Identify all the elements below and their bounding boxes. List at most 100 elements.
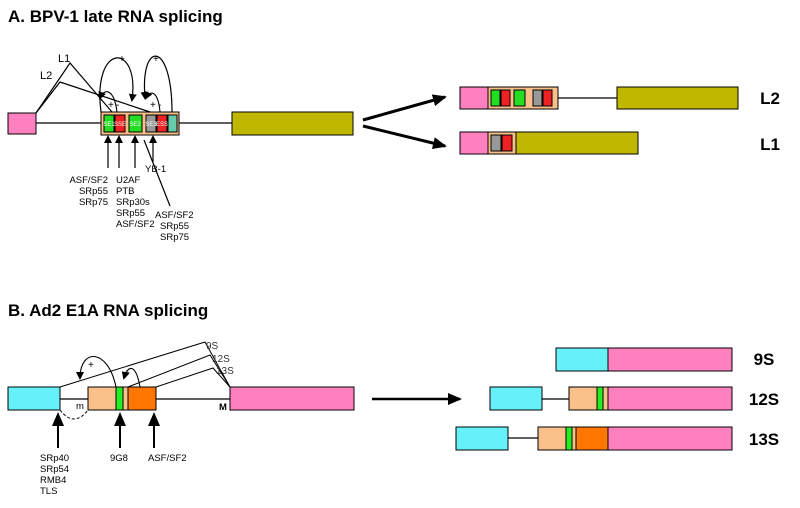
product-l1-label: L1 bbox=[760, 135, 780, 154]
late-exon-cluster: SE1 SSE SE2 SE3 ESS bbox=[100, 111, 180, 136]
product-13s-exon-2 bbox=[607, 426, 733, 451]
sign-b-plus-2: + bbox=[124, 368, 130, 379]
product-l2-late bbox=[616, 86, 739, 110]
factor-line-5 bbox=[143, 139, 171, 207]
splice-path-m bbox=[59, 409, 89, 420]
panel-b-title: B. Ad2 E1A RNA splicing bbox=[8, 301, 208, 320]
element-sse bbox=[114, 114, 126, 133]
sign-plus-1: + bbox=[119, 54, 125, 65]
label-l1: L1 bbox=[58, 53, 70, 65]
factor-label-9g8: 9G8 bbox=[110, 453, 128, 464]
exon-leader bbox=[7, 112, 37, 135]
arrow-to-l2 bbox=[362, 94, 447, 122]
factor-label: SRp55 bbox=[79, 186, 108, 197]
factor-label-yb1: YB-1 bbox=[145, 164, 166, 175]
panel-b: B. Ad2 E1A RNA splicing 9S 12S 13S m M +… bbox=[7, 301, 779, 497]
element-se3 bbox=[145, 114, 157, 133]
factor-label: ASF/SF2 bbox=[69, 175, 108, 186]
product-13s-green bbox=[565, 426, 573, 451]
product-13s-orange bbox=[575, 426, 609, 451]
splice-path-l2 bbox=[35, 81, 151, 114]
factor-label: SRp40 bbox=[40, 453, 69, 464]
element-se3-label: SE3 bbox=[145, 122, 157, 128]
panel-a-title: A. BPV-1 late RNA splicing bbox=[8, 7, 223, 26]
element-se2 bbox=[128, 114, 143, 133]
product-13s-exon-1 bbox=[455, 426, 509, 451]
arc-enhancer-2 bbox=[140, 55, 173, 113]
product-l2-se1 bbox=[490, 89, 501, 107]
product-12s-green bbox=[596, 386, 604, 411]
product-l1: L1 bbox=[459, 131, 780, 155]
e1a-green-element bbox=[115, 386, 124, 411]
sign-minus-2: - bbox=[158, 100, 161, 111]
element-se1-label: SE1 bbox=[103, 122, 115, 128]
product-l2-leader bbox=[459, 86, 489, 110]
product-l2-se3 bbox=[532, 89, 543, 107]
product-l2-label: L2 bbox=[760, 89, 780, 108]
isoform-9s: 9S bbox=[206, 341, 219, 352]
label-l2: L2 bbox=[40, 70, 52, 82]
product-l2-sse bbox=[500, 89, 511, 107]
factor-label: ASF/SF2 bbox=[116, 219, 155, 230]
factor-label: TLS bbox=[40, 486, 57, 497]
panel-a: A. BPV-1 late RNA splicing SE1 SSE SE2 S… bbox=[7, 7, 780, 243]
element-se2-label: SE2 bbox=[129, 122, 141, 128]
arc-enhancer-1 bbox=[99, 57, 137, 113]
product-l1-se3 bbox=[490, 134, 502, 152]
site-m: m bbox=[76, 401, 84, 412]
e1a-exon-2 bbox=[229, 386, 355, 411]
factor-label: SRp55 bbox=[116, 208, 145, 219]
product-9s-label: 9S bbox=[754, 350, 775, 369]
element-sse-label: SSE bbox=[114, 122, 126, 128]
arrow-to-l1 bbox=[362, 124, 447, 149]
exon-late bbox=[231, 111, 354, 136]
factor-label: RMB4 bbox=[40, 475, 66, 486]
sign-minus-1: - bbox=[116, 100, 119, 111]
arc-small-1 bbox=[98, 90, 118, 113]
factor-label: ASF/SF2 bbox=[155, 210, 194, 221]
factor-label: SRp75 bbox=[160, 232, 189, 243]
element-ess-label: ESS bbox=[156, 122, 168, 128]
arc-asf bbox=[121, 368, 141, 388]
product-l2-ess bbox=[542, 89, 553, 107]
factor-label: PTB bbox=[116, 186, 134, 197]
sign-plus-4: + bbox=[150, 100, 156, 111]
factor-label-asf: ASF/SF2 bbox=[148, 453, 187, 464]
site-m-large: M bbox=[219, 402, 227, 413]
product-l1-leader bbox=[459, 131, 489, 155]
product-9s-exon-2 bbox=[607, 347, 733, 372]
element-ess bbox=[156, 114, 168, 133]
e1a-orange bbox=[127, 386, 157, 411]
product-12s-label: 12S bbox=[749, 390, 779, 409]
factor-group-1: ASF/SF2 SRp55 SRp75 bbox=[69, 175, 108, 208]
splice-path-l1 bbox=[35, 62, 113, 114]
product-12s: 12S bbox=[489, 386, 779, 411]
product-l1-ess bbox=[501, 134, 513, 152]
splice-path-12s bbox=[127, 354, 231, 388]
product-l2: L2 bbox=[459, 86, 780, 110]
product-12s-exon-1 bbox=[489, 386, 543, 411]
factor-label: SRp55 bbox=[160, 221, 189, 232]
factor-group-4: ASF/SF2 SRp55 SRp75 bbox=[155, 210, 194, 243]
product-l1-late bbox=[515, 131, 639, 155]
isoform-13s: 13S bbox=[216, 366, 234, 377]
product-13s: 13S bbox=[455, 426, 779, 451]
product-12s-exon-2 bbox=[607, 386, 733, 411]
arc-9g8 bbox=[76, 356, 117, 388]
factor-label: SRp54 bbox=[40, 464, 69, 475]
sign-b-plus-1: + bbox=[88, 360, 94, 371]
splice-path-9s bbox=[59, 341, 231, 388]
product-9s: 9S bbox=[555, 347, 775, 372]
arc-small-2 bbox=[145, 90, 161, 113]
product-l2-se2 bbox=[513, 89, 526, 107]
sign-plus-3: + bbox=[108, 100, 114, 111]
factor-label: SRp75 bbox=[79, 197, 108, 208]
factor-group-2: U2AF PTB SRp30s SRp55 ASF/SF2 bbox=[116, 175, 155, 230]
element-tail bbox=[167, 114, 178, 133]
element-se1 bbox=[103, 114, 115, 133]
factor-label: U2AF bbox=[116, 175, 140, 186]
isoform-12s: 12S bbox=[212, 354, 230, 365]
sign-plus-2: + bbox=[153, 54, 159, 65]
splice-path-13s bbox=[155, 367, 231, 388]
